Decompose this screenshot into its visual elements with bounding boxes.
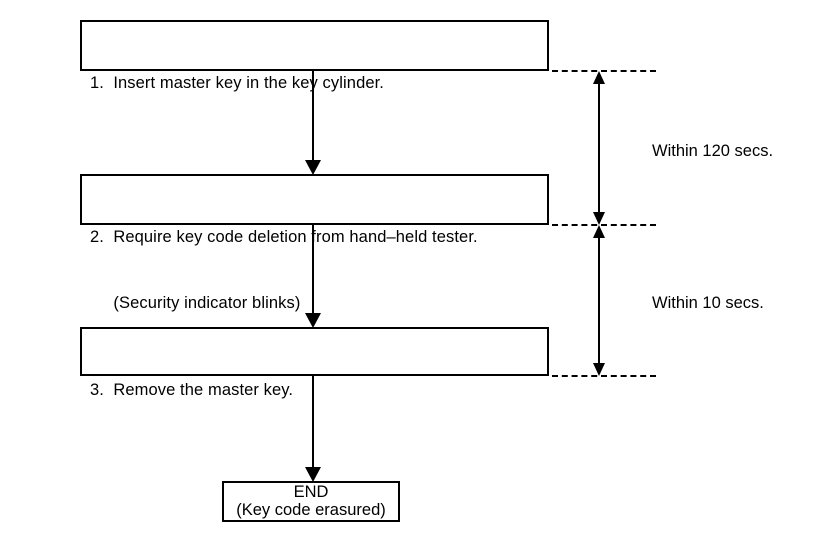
terminator-line-1: END	[293, 483, 329, 501]
terminator-line-2: (Key code erasured)	[236, 501, 386, 519]
arrowhead-down-icon	[305, 160, 321, 175]
dashed-leader-bottom	[552, 375, 656, 377]
dimension-stem	[598, 77, 600, 219]
process-box-step-2: 2. Require key code deletion from hand–h…	[80, 174, 549, 312]
terminator-box-end: END (Key code erasured)	[222, 481, 400, 522]
process-box-step-3-text: 3. Remove the master key.	[90, 335, 293, 445]
process-box-step-1-text: 1. Insert master key in the key cylinder…	[90, 28, 384, 138]
arrowhead-down-icon	[593, 212, 605, 225]
arrowhead-down-icon	[305, 313, 321, 328]
process-box-step-2-line-1: 2. Require key code deletion from hand–h…	[90, 228, 478, 246]
arrowhead-down-icon	[305, 467, 321, 482]
flow-arrow-stem	[312, 225, 314, 316]
dimension-stem	[598, 231, 600, 370]
process-box-step-3-line-1: 3. Remove the master key.	[90, 381, 294, 399]
arrowhead-down-icon	[593, 363, 605, 376]
process-box-step-2-line-2: (Security indicator blinks)	[90, 294, 301, 312]
process-box-step-1: 1. Insert master key in the key cylinder…	[80, 20, 549, 92]
process-box-step-3: 3. Remove the master key.	[80, 327, 549, 399]
flow-arrow-stem	[312, 71, 314, 163]
flow-arrow-stem	[312, 376, 314, 470]
timing-label-within-120: Within 120 secs.	[652, 142, 774, 160]
timing-label-within-10: Within 10 secs.	[652, 294, 764, 312]
process-box-step-1-line-1: 1. Insert master key in the key cylinder…	[90, 74, 384, 92]
process-box-step-2-text: 2. Require key code deletion from hand–h…	[90, 182, 478, 358]
